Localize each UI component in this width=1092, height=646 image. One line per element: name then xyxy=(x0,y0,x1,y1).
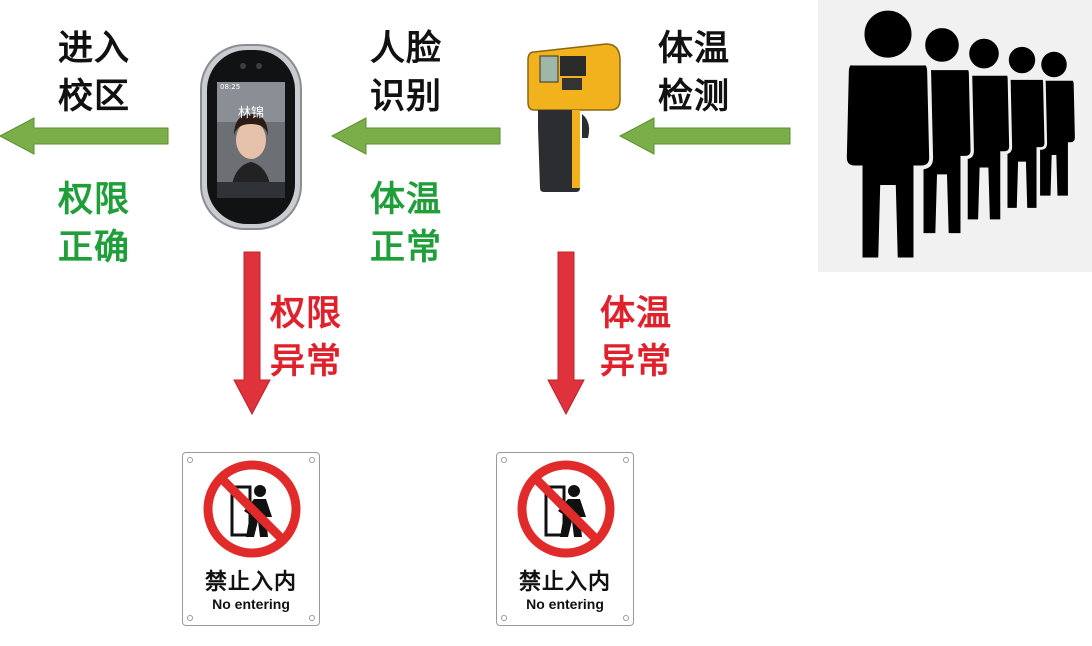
infrared-thermometer-icon xyxy=(527,43,621,192)
arrow-thermometer-to-face xyxy=(330,117,501,155)
arrow-face-to-campus xyxy=(0,117,169,155)
thermometer xyxy=(527,38,624,192)
no-entry-sign-right: 禁止入内 No entering xyxy=(496,452,634,626)
label-temperature-ok: 体温 正常 xyxy=(370,180,443,268)
label-enter-campus: 进入 校区 xyxy=(58,29,131,117)
no-entry-sign-left: 禁止入内 No entering xyxy=(182,452,320,626)
no-entry-sign-icon xyxy=(517,460,615,558)
queue-of-people-icon xyxy=(842,6,1075,262)
label-face-recognition: 人脸 识别 xyxy=(370,29,443,117)
terminal-screen-name: 林锦 xyxy=(238,106,265,121)
face-recognition-terminal-icon xyxy=(200,44,302,230)
label-temperature-abnormal: 体温 异常 xyxy=(600,294,673,382)
people-queue-panel xyxy=(818,0,1092,272)
face-recognition-terminal: 08:25 林锦 xyxy=(200,44,302,230)
no-entry-sign-icon xyxy=(203,460,301,558)
label-temperature-check: 体温 检测 xyxy=(658,29,731,117)
sign-english-text: No entering xyxy=(212,596,290,612)
arrow-thermometer-to-no-entry xyxy=(547,251,585,416)
sign-chinese-text: 禁止入内 xyxy=(518,570,611,595)
terminal-status-text: 08:25 xyxy=(220,83,241,91)
label-permission-ok: 权限 正确 xyxy=(58,180,131,268)
label-permission-abnormal: 权限 异常 xyxy=(270,294,343,382)
arrow-face-to-no-entry xyxy=(233,251,271,416)
arrow-queue-to-thermometer xyxy=(618,117,791,155)
sign-chinese-text: 禁止入内 xyxy=(204,570,297,595)
sign-english-text: No entering xyxy=(526,596,604,612)
